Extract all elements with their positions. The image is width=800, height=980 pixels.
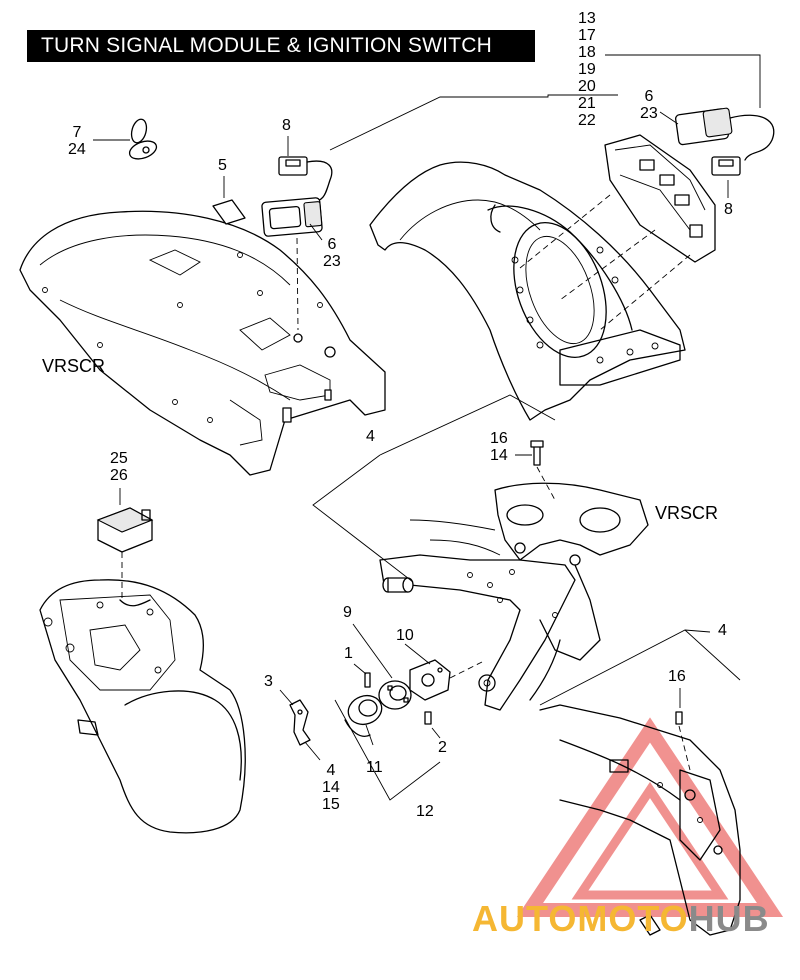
leader-4-14-15 bbox=[304, 741, 321, 761]
rear-fender-support-bracket bbox=[369, 161, 686, 421]
dash-16-right bbox=[678, 725, 691, 771]
part-8-connector-top bbox=[278, 156, 308, 176]
frame-detail-lower-right bbox=[539, 704, 741, 936]
dash-module-to-fender bbox=[296, 237, 299, 331]
leader-12-box bbox=[334, 699, 441, 801]
part-25-26-component bbox=[96, 507, 154, 553]
callout-8-right: 8 bbox=[724, 201, 733, 218]
part-8-connector-right bbox=[711, 156, 741, 176]
part-3-bracket bbox=[289, 699, 311, 746]
page-title: TURN SIGNAL MODULE & IGNITION SWITCH bbox=[27, 30, 535, 62]
callout-12: 12 bbox=[416, 803, 434, 820]
callout-16-right: 16 bbox=[668, 668, 686, 685]
turn-signal-module-bracket bbox=[604, 134, 716, 263]
dash-bracket-2 bbox=[559, 229, 656, 301]
model-label-mid-right: VRSCR bbox=[655, 503, 719, 523]
leader-4-mid-b bbox=[379, 394, 556, 456]
callout-10: 10 bbox=[396, 627, 414, 644]
lower-rear-fender bbox=[39, 579, 246, 834]
callout-2: 2 bbox=[438, 739, 447, 756]
part-2-screw bbox=[424, 711, 432, 725]
callout-9: 9 bbox=[343, 604, 352, 621]
frame-bolt-cylinder bbox=[382, 577, 414, 593]
callout-4-mid: 4 bbox=[366, 428, 375, 445]
callout-3: 3 bbox=[264, 673, 273, 690]
watermark-triangle-logo bbox=[516, 717, 784, 917]
leader-13-22-b bbox=[605, 54, 761, 108]
part-16-14-bolt-mid bbox=[530, 440, 544, 466]
part-11-bezel bbox=[347, 694, 383, 726]
callout-4-right: 4 bbox=[718, 622, 727, 639]
part-6-23-module-right bbox=[675, 107, 733, 146]
part-5-label bbox=[212, 199, 246, 225]
part-16-bolt-right bbox=[675, 711, 683, 725]
callout-11: 11 bbox=[366, 759, 383, 776]
watermark-text: AUTOMOTOHUB bbox=[472, 898, 770, 939]
leader-11 bbox=[365, 724, 374, 746]
leader-1 bbox=[353, 663, 367, 675]
frame-vrscr bbox=[379, 482, 649, 711]
part-9-switch-body bbox=[378, 680, 412, 710]
leader-3 bbox=[279, 689, 294, 706]
wire-8-to-6 bbox=[306, 160, 333, 205]
part-6-23-module-left bbox=[261, 197, 323, 237]
callout-8-top: 8 bbox=[282, 117, 291, 134]
callout-1: 1 bbox=[344, 645, 353, 662]
leader-6-left bbox=[309, 223, 323, 241]
part-1-screw bbox=[364, 672, 371, 688]
leader-2 bbox=[431, 727, 441, 739]
part-11-clip bbox=[344, 719, 371, 737]
leader-10 bbox=[404, 643, 431, 665]
part-7-24-key-tag bbox=[128, 118, 158, 160]
wire-module-right bbox=[729, 114, 775, 161]
dash-16-mid bbox=[536, 466, 556, 501]
leader-9 bbox=[352, 623, 393, 679]
leader-4-right-b bbox=[684, 629, 741, 681]
callout-5: 5 bbox=[218, 157, 227, 174]
model-label-top-left: VRSCR bbox=[42, 356, 106, 376]
dash-bracket-3 bbox=[599, 254, 691, 331]
rear-fender-vrscr bbox=[19, 210, 386, 476]
leader-6-right bbox=[659, 111, 679, 125]
leader-13-22-a bbox=[329, 94, 618, 151]
part-10-switch-housing bbox=[409, 659, 451, 701]
dash-switch-to-frame bbox=[449, 661, 483, 679]
leader-4-mid-a bbox=[312, 454, 414, 583]
